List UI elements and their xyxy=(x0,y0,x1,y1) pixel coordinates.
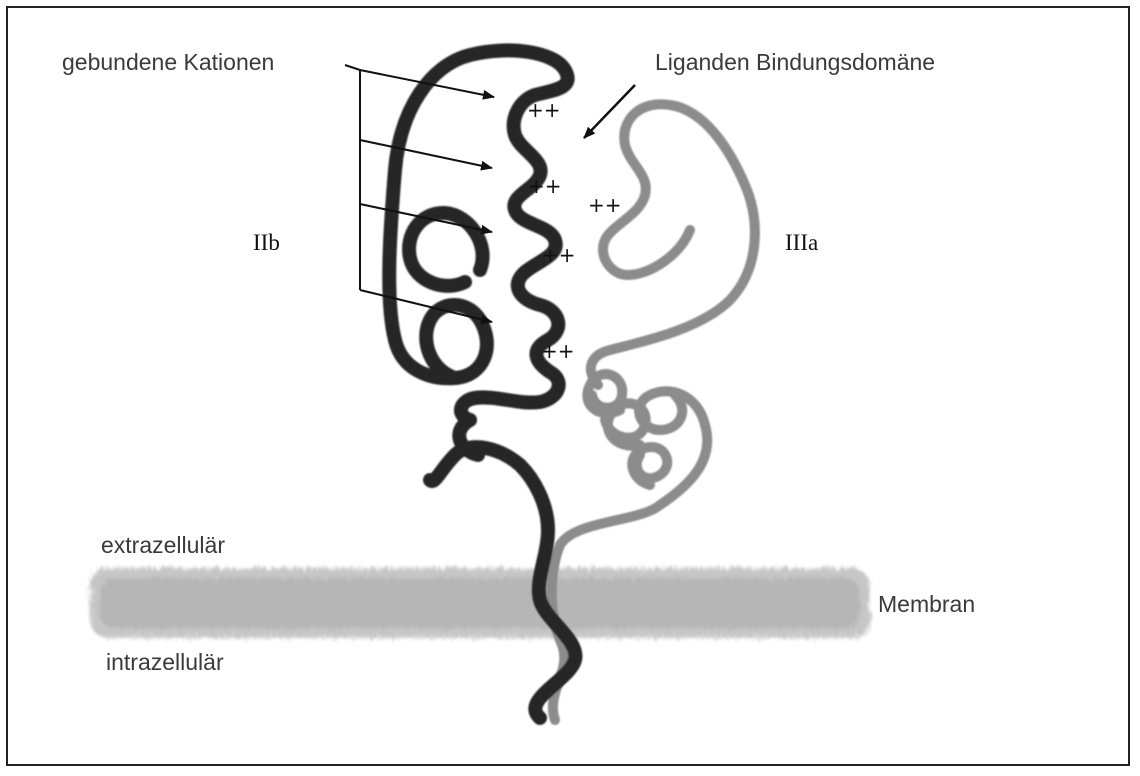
cation-mark: ++ xyxy=(588,193,622,217)
cation-mark: ++ xyxy=(528,174,562,198)
intracellular-label: intrazellulär xyxy=(106,649,224,675)
membrane-label: Membran xyxy=(878,591,975,617)
extracellular-label: extrazellulär xyxy=(101,532,225,558)
cation-mark: ++ xyxy=(542,243,576,267)
subunit-iiia-label: IIIa xyxy=(785,230,818,255)
ligand-binding-domain-label: Liganden Bindungsdomäne xyxy=(655,49,935,75)
subunit-iib-label: IIb xyxy=(253,230,280,255)
cell-membrane xyxy=(90,568,870,638)
cation-mark: ++ xyxy=(527,98,561,122)
cation-mark: ++ xyxy=(541,339,575,363)
bound-cations-label: gebundene Kationen xyxy=(62,49,274,75)
